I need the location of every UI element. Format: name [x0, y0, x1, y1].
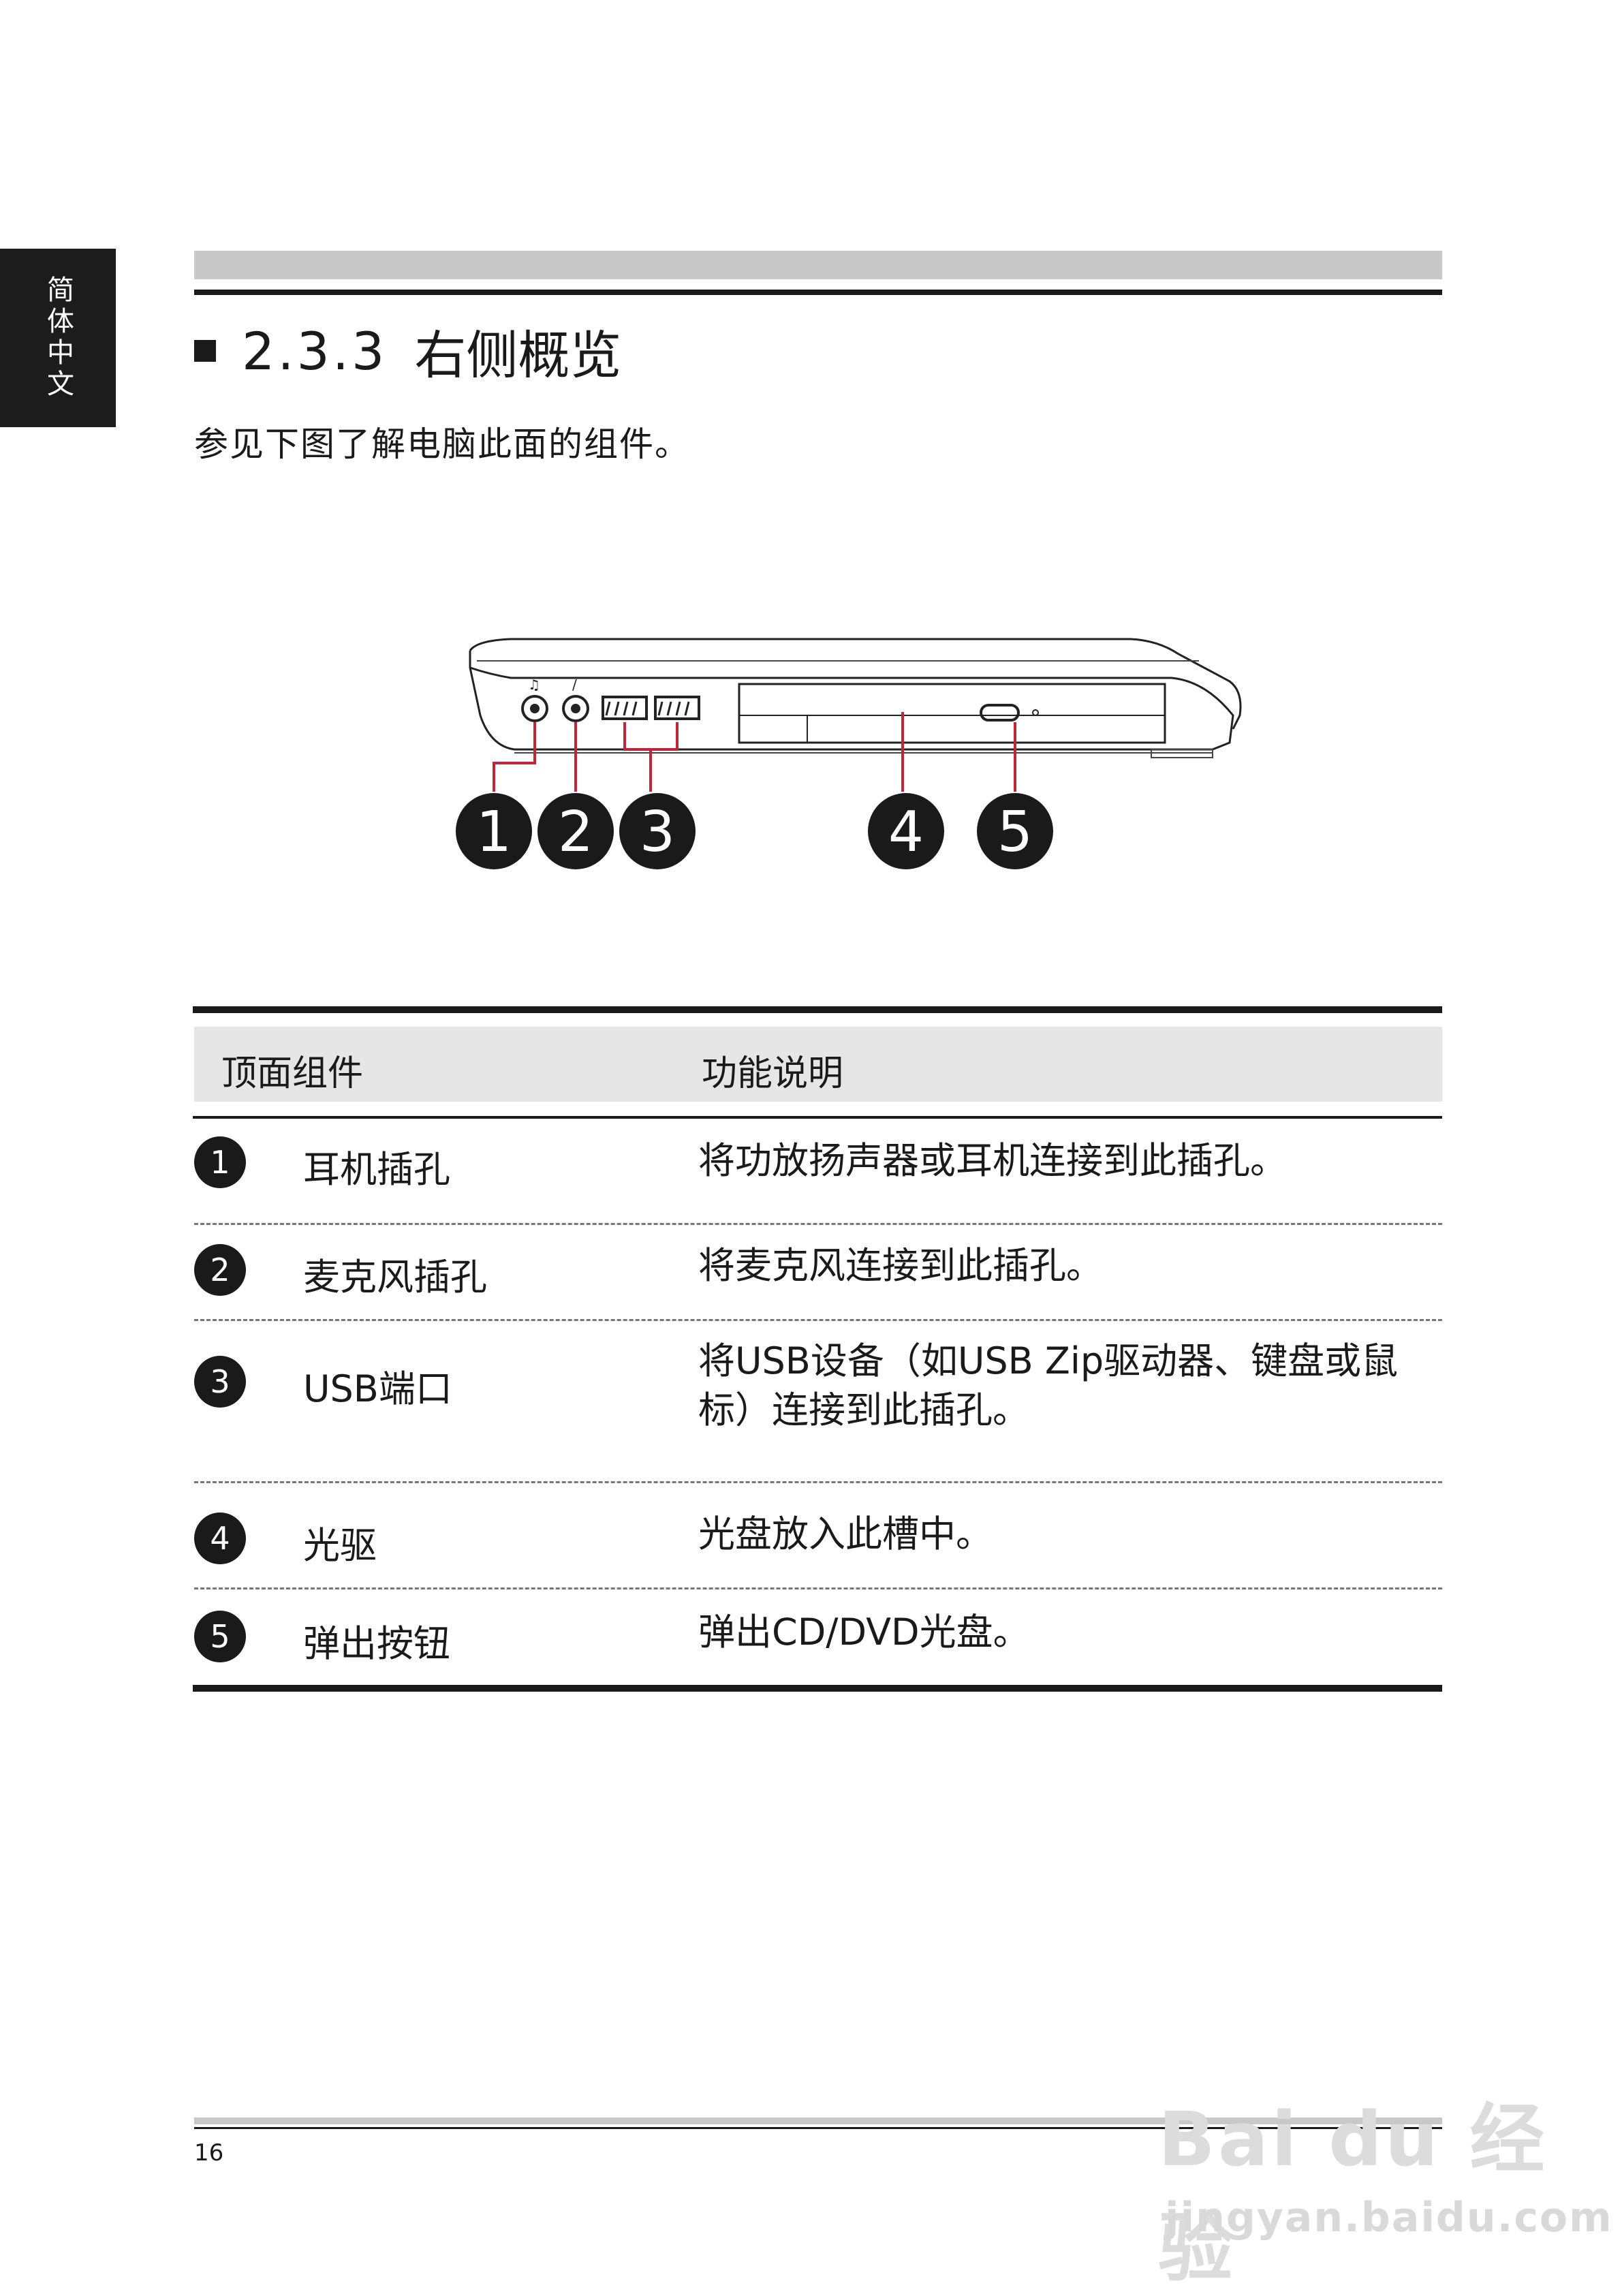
component-name: 麦克风插孔: [303, 1256, 487, 1299]
component-desc: 弹出CD/DVD光盘。: [698, 1611, 1030, 1654]
header-component: 顶面组件: [221, 1053, 364, 1094]
section-heading: 2.3.3 右侧概览: [194, 320, 621, 386]
row-number-badge: 3: [194, 1356, 246, 1408]
language-tab: 简体中文: [0, 249, 116, 427]
laptop-lid-outline: [469, 638, 1242, 730]
usb-port-icon: [602, 696, 648, 720]
component-name: USB端口: [303, 1367, 452, 1410]
row-divider: [194, 1481, 1442, 1483]
table-header: 顶面组件 功能说明: [194, 1027, 1442, 1102]
svg-text:♫: ♫: [528, 677, 540, 693]
callout-badge-4: 4: [868, 793, 944, 869]
row-number-badge: 5: [194, 1611, 246, 1662]
page-number: 16: [194, 2139, 224, 2167]
headphone-jack-icon: ♫: [521, 677, 548, 722]
section-title: 右侧概览: [414, 325, 622, 386]
svg-text:5: 5: [997, 800, 1033, 865]
laptop-base-outline: [469, 651, 1234, 751]
component-desc: 将USB设备（如USB Zip驱动器、键盘或鼠标）连接到此插孔。: [698, 1339, 1399, 1431]
header-function: 功能说明: [702, 1053, 844, 1094]
row-number-badge: 1: [194, 1136, 246, 1188]
component-desc: 将功放扬声器或耳机连接到此插孔。: [698, 1139, 1287, 1182]
optical-drive-tray: [738, 683, 1166, 744]
svg-text:1: 1: [476, 800, 512, 865]
watermark-brand: Bai du 经验: [1158, 2096, 1548, 2292]
row-divider: [194, 1319, 1442, 1321]
callout-badge-1: 1: [456, 793, 532, 869]
bullet-square-icon: [194, 340, 216, 362]
language-tab-label: 简体中文: [42, 275, 74, 401]
watermark-url: jingyan.baidu.com: [1165, 2194, 1613, 2241]
callout-badge-3: 3: [619, 793, 696, 869]
row-number-badge: 2: [194, 1244, 246, 1296]
callout-badge-5: 5: [977, 793, 1053, 869]
svg-text:3: 3: [640, 800, 675, 865]
component-desc: 将麦克风连接到此插孔。: [698, 1244, 1103, 1287]
component-name: 耳机插孔: [303, 1148, 450, 1191]
table-header-rule: [193, 1116, 1442, 1119]
header-rule: [194, 290, 1442, 295]
svg-text:2: 2: [558, 800, 593, 865]
component-name: 光驱: [303, 1524, 377, 1567]
component-name: 弹出按钮: [303, 1622, 450, 1665]
table-bottom-rule: [193, 1685, 1442, 1692]
microphone-jack-icon: /: [562, 677, 589, 722]
eject-button-icon: [980, 704, 1020, 722]
svg-text:4: 4: [888, 800, 924, 865]
laptop-right-side-figure: ♫ / 1 2 3: [456, 638, 1242, 869]
footer-rule: [194, 2127, 1442, 2129]
table-top-rule: [193, 1006, 1442, 1013]
usb-port-icon: [654, 696, 700, 720]
svg-text:/: /: [572, 677, 577, 693]
section-number: 2.3.3: [242, 320, 388, 382]
callout-badge-2: 2: [537, 793, 614, 869]
row-number-badge: 4: [194, 1512, 246, 1564]
footer-gray-band: [194, 2117, 1442, 2124]
component-desc: 光盘放入此槽中。: [698, 1512, 993, 1555]
row-divider: [194, 1223, 1442, 1225]
intro-text: 参见下图了解电脑此面的组件。: [194, 424, 690, 464]
row-divider: [194, 1587, 1442, 1589]
header-gray-band: [194, 251, 1442, 279]
